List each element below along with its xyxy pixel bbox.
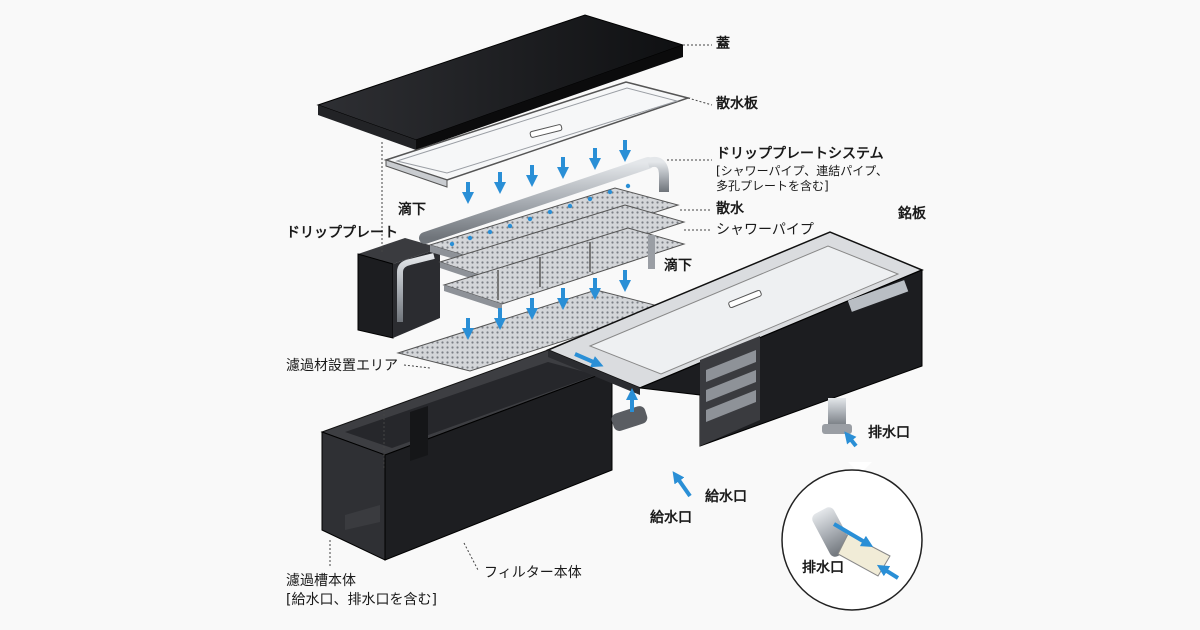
label-inlet-1: 給水口	[705, 489, 747, 505]
arrow-drawer-flow	[574, 352, 604, 368]
label-lid: 蓋	[716, 36, 730, 52]
drain-detail-callout	[781, 462, 923, 611]
water-drops	[449, 183, 631, 247]
label-media-area: 濾過材設置エリア	[286, 358, 398, 374]
label-drip-left: 滴下	[398, 202, 426, 218]
label-tank-body-note: [給水口、排水口を含む]	[286, 592, 437, 608]
label-tank-body: 濾過槽本体	[286, 573, 356, 589]
label-drip-right: 滴下	[664, 258, 692, 274]
lid	[316, 14, 685, 150]
label-drip-system-note-2: 多孔プレートを含む]	[716, 179, 829, 193]
arrow-inlet-external	[672, 471, 692, 498]
filter-tank-body	[320, 349, 648, 561]
label-drip-plate: ドリッププレート	[286, 225, 398, 241]
label-drip-system-note-1: [シャワーパイプ、連結パイプ、	[716, 164, 888, 178]
label-shower-pipe: シャワーパイプ	[716, 222, 814, 238]
label-drain-port: 排水口	[868, 425, 910, 441]
label-nameplate: 銘板	[898, 206, 926, 222]
label-filter-body: フィルター本体	[484, 565, 582, 581]
drip-plate-trays	[428, 187, 686, 310]
leader-lines	[329, 44, 713, 571]
arrow-drain	[844, 431, 858, 448]
label-inlet-2: 給水口	[650, 510, 692, 526]
label-drain-port-detail: 排水口	[802, 560, 844, 576]
label-drip-system: ドリッププレートシステム	[716, 146, 884, 162]
shower-pipe	[419, 156, 669, 244]
label-spray-board: 散水板	[716, 96, 758, 112]
flow-arrows	[462, 140, 858, 498]
nameplate-drawer	[546, 231, 924, 447]
label-spray: 散水	[716, 201, 744, 217]
drip-plate-housing	[357, 238, 440, 339]
